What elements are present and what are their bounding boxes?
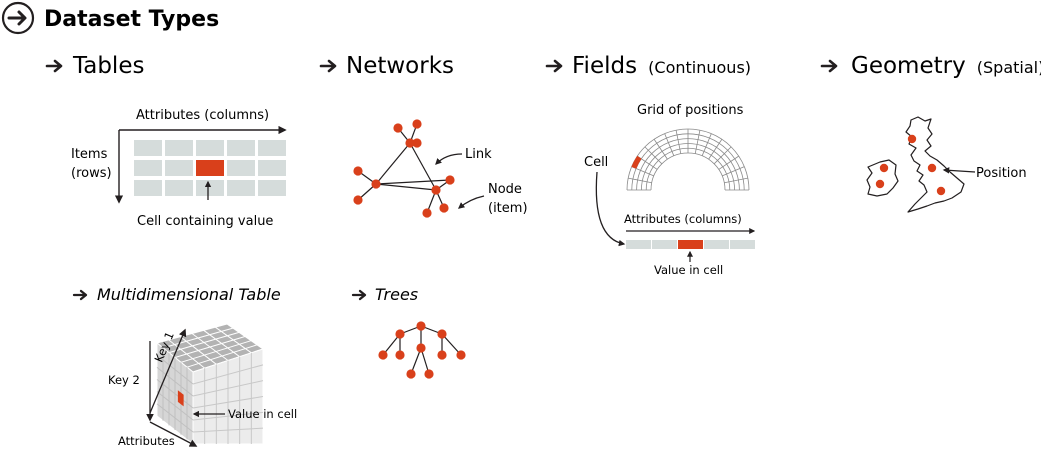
- page-title: Dataset Types: [44, 7, 219, 32]
- tables-rows-label: (rows): [71, 166, 112, 181]
- networks-section: Networks: [319, 53, 528, 218]
- tables-items-label: Items: [71, 147, 108, 162]
- node-pointer-arrow: [457, 195, 485, 209]
- header: Dataset Types: [1, 1, 219, 35]
- fields-cell-label: Cell: [584, 155, 608, 170]
- table-cell: [258, 180, 286, 196]
- tables-title: Tables: [72, 53, 144, 79]
- table-cell: [258, 140, 286, 156]
- polar-grid: [626, 128, 750, 191]
- bullet-arrow-icon: [351, 289, 367, 301]
- polar-spoke: [675, 130, 682, 154]
- table-grid: [134, 140, 286, 196]
- table-cell: [134, 140, 162, 156]
- bullet-arrow-icon: [545, 59, 563, 73]
- multidim-title: Multidimensional Table: [97, 285, 281, 304]
- fields-subtitle: (Continuous): [648, 58, 751, 77]
- polar-spoke: [701, 133, 712, 156]
- ireland-outline: [866, 159, 899, 197]
- polar-spoke: [724, 177, 748, 184]
- cube-grid-line: [156, 403, 194, 433]
- geometry-title: Geometry: [851, 53, 966, 79]
- trees-section: Trees: [351, 285, 466, 379]
- circle-arrow-icon: [1, 1, 35, 35]
- polar-spoke: [722, 166, 745, 177]
- geometry-heading: Geometry (Spatial): [851, 53, 1041, 79]
- multidim-section: Multidimensional Table Key 1 Key 2 Attri…: [72, 285, 297, 448]
- bullet-arrow-icon: [820, 59, 838, 73]
- highlighted-table-cell: [196, 160, 224, 176]
- highlighted-cube-cell: [177, 390, 184, 407]
- geometry-subtitle: (Spatial): [977, 58, 1041, 77]
- table-cell: [227, 160, 255, 176]
- fields-section: Fields (Continuous) Grid of positions Ce…: [545, 53, 756, 277]
- highlighted-grid-cell: [631, 155, 642, 169]
- fields-value-label: Value in cell: [654, 263, 723, 277]
- polar-spoke: [708, 139, 723, 160]
- fields-attributes-label: Attributes (columns): [624, 212, 742, 226]
- network-nodes: [353, 119, 455, 218]
- multidim-attributes-label: Attributes: [118, 434, 175, 448]
- network-node-label: Node: [488, 182, 522, 197]
- uk-ireland-map: [866, 116, 965, 213]
- cube-grid-line: [186, 344, 258, 368]
- polar-spoke: [718, 155, 739, 170]
- cell-curve-arrow: [595, 171, 626, 247]
- map-position-dots: [875, 134, 946, 196]
- tables-attributes-label: Attributes (columns): [136, 108, 269, 123]
- table-cell: [227, 140, 255, 156]
- polar-spoke: [644, 146, 663, 165]
- multidim-value-label: Value in cell: [228, 407, 297, 421]
- table-cell: [258, 160, 286, 176]
- tree-nodes: [378, 321, 466, 379]
- multidim-key2-label: Key 2: [108, 373, 140, 387]
- table-cell: [196, 140, 224, 156]
- fields-grid-label: Grid of positions: [637, 103, 744, 118]
- cube-grid-line: [192, 427, 264, 433]
- highlighted-attribute-cell: [678, 240, 703, 249]
- attribute-cell: [730, 240, 755, 249]
- fields-title: Fields: [572, 53, 637, 79]
- table-cell: [227, 180, 255, 196]
- geometry-position-label: Position: [976, 166, 1027, 181]
- polar-spoke: [628, 177, 652, 184]
- network-link-label: Link: [465, 147, 492, 162]
- fields-heading: Fields (Continuous): [572, 53, 751, 79]
- link-pointer-arrow: [435, 153, 463, 165]
- polar-spoke: [694, 130, 701, 154]
- position-pointer-arrow: [942, 167, 976, 174]
- polar-spoke: [664, 133, 675, 156]
- table-cell: [165, 140, 193, 156]
- trees-title: Trees: [375, 285, 418, 304]
- networks-title: Networks: [346, 53, 454, 79]
- table-cell: [165, 180, 193, 196]
- table-cell: [165, 160, 193, 176]
- network-graph: [357, 123, 451, 214]
- bullet-arrow-icon: [45, 59, 63, 73]
- polar-ring: [645, 147, 731, 191]
- tables-cell-label: Cell containing value: [137, 214, 273, 229]
- polar-spoke: [713, 146, 732, 165]
- field-attribute-row: [626, 240, 755, 249]
- table-cell: [196, 180, 224, 196]
- attribute-cell: [704, 240, 729, 249]
- attribute-cell: [652, 240, 677, 249]
- network-item-label: (item): [488, 201, 528, 216]
- bullet-arrow-icon: [72, 289, 88, 301]
- bullet-arrow-icon: [319, 59, 337, 73]
- tables-section: Tables Attributes (columns) Items (rows)…: [45, 53, 287, 229]
- polar-ring: [650, 152, 726, 191]
- table-cell: [134, 160, 162, 176]
- polar-spoke: [653, 139, 668, 160]
- table-cell: [134, 180, 162, 196]
- attribute-cell: [626, 240, 651, 249]
- geometry-section: Geometry (Spatial) Position: [820, 53, 1041, 213]
- great-britain-outline: [905, 116, 965, 213]
- attributes-depth-arrow: [149, 421, 198, 447]
- key1-arrow: [149, 328, 187, 414]
